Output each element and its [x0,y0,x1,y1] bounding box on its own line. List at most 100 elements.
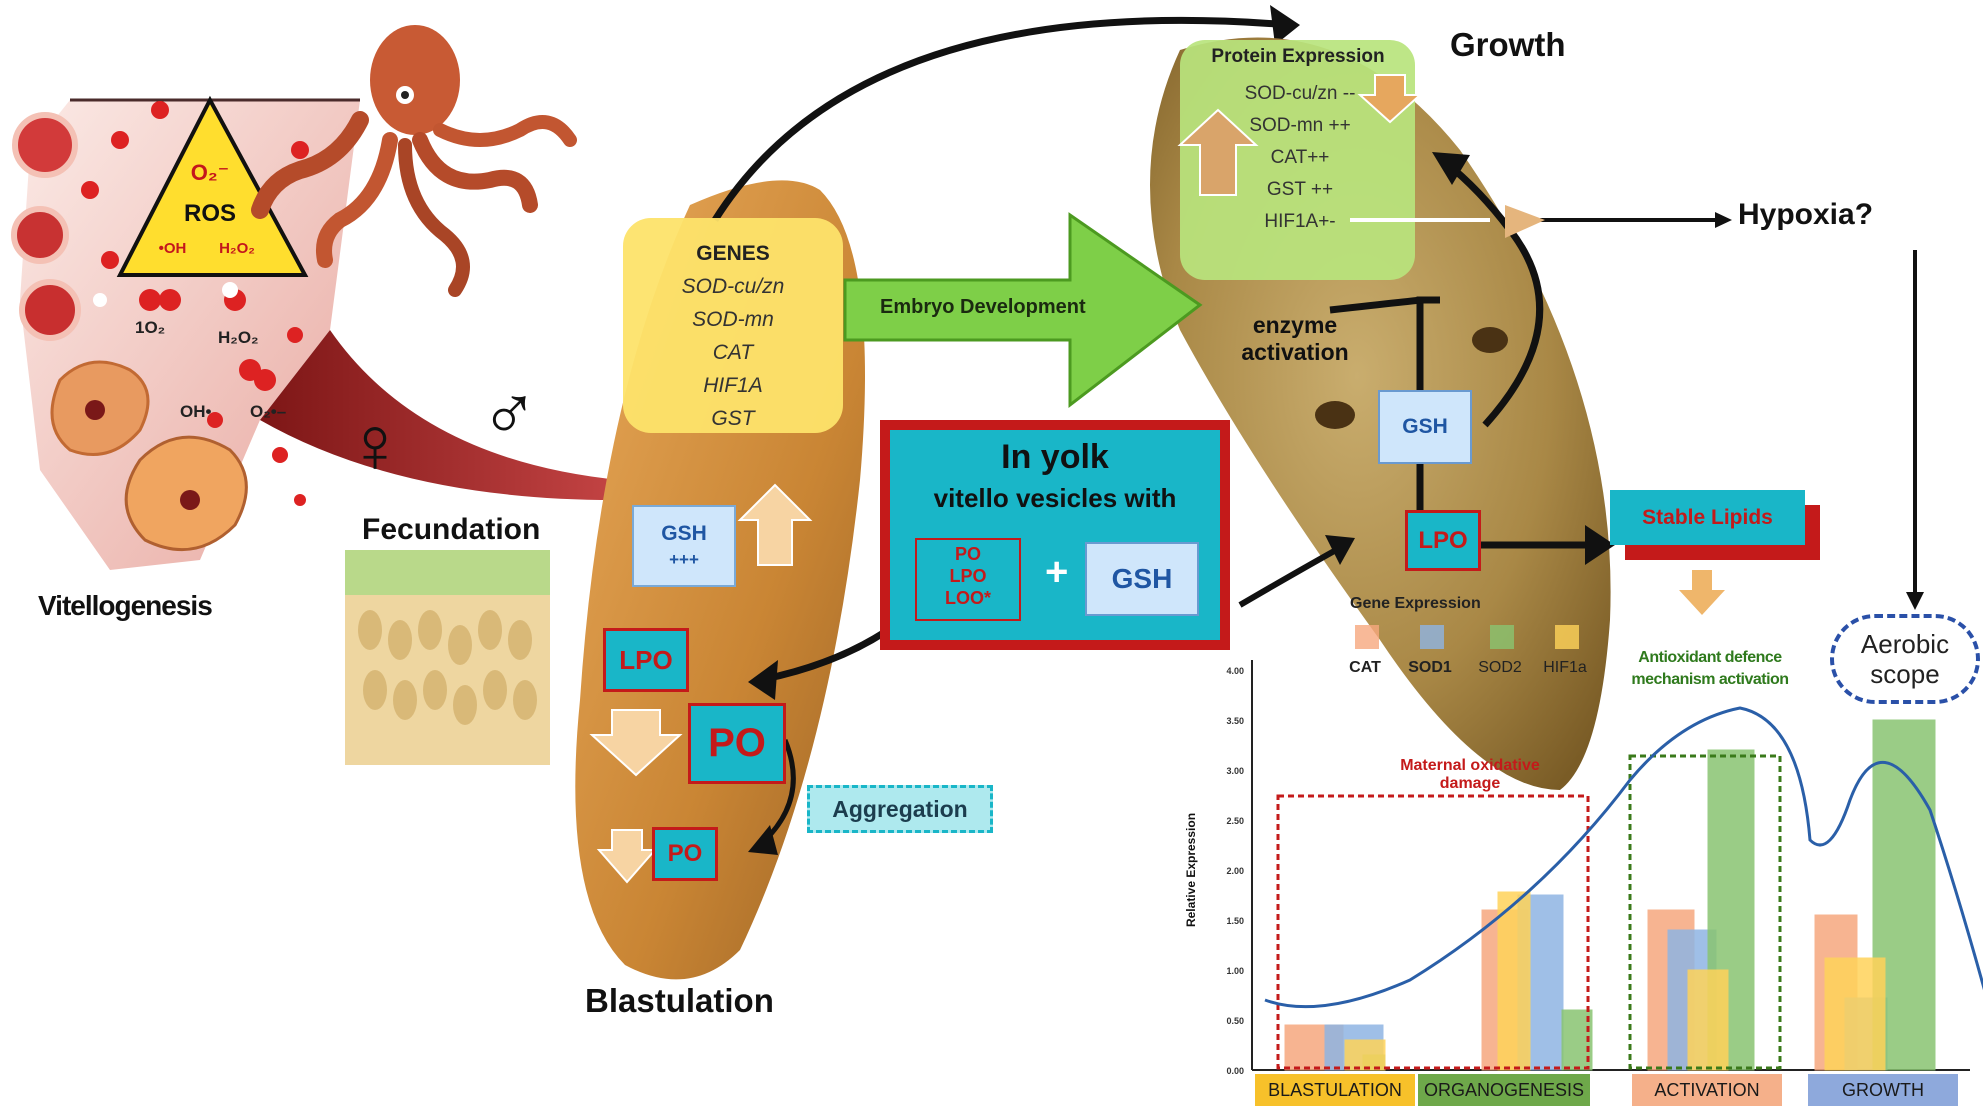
legend-swatch [1490,625,1514,649]
legend-label: SOD1 [1408,659,1452,676]
y-tick-label: 3.50 [1226,716,1244,726]
vitellogenesis-label: Vitellogenesis [38,590,213,621]
yolk-box: In yolk vitello vesicles with PO LPO LOO… [890,430,1220,640]
growth-gsh-box: GSH [1378,390,1472,464]
genes-title: GENES [696,242,770,265]
legend-label: SOD2 [1478,659,1522,676]
growth-label: Growth [1450,26,1566,63]
gsh-level: +++ [669,550,699,569]
embryo-development-arrow [843,212,1203,409]
peroxide-label: H₂O₂ [219,240,255,257]
male-symbol: ♂ [480,366,539,454]
stage-organogenesis: ORGANOGENESIS [1418,1074,1590,1106]
yolk-item-lpo: LPO [949,566,987,586]
sod-cuzn-down-arrow [1357,74,1423,124]
y-tick-label: 2.50 [1226,816,1244,826]
y-axis-label: Relative Expression [1184,813,1198,927]
lpo-box: LPO [603,628,689,692]
stable-lipids-box: Stable Lipids [1610,490,1805,545]
genes-panel [623,218,843,433]
fecundation-label: Fecundation [362,513,541,546]
legend-label: CAT [1349,659,1381,676]
enzyme-activation-label: enzyme activation [1241,312,1349,365]
protein-item: GST ++ [1266,179,1334,200]
embryo-development-label: Embryo Development [880,296,1086,318]
hydroxyl-label: •OH [158,240,187,257]
oocyte-cells [11,101,309,552]
protein-item: CAT++ [1270,147,1330,168]
annotation-label: damage [1440,775,1501,792]
yolk-item-loo: LOO* [944,588,991,608]
hypoxia-arrowhead [1505,205,1545,238]
chart-bar [1344,1039,1386,1071]
trend-curve [1264,706,1983,1009]
protein-list: SOD-cu/zn -- SOD-mn ++ CAT++ GST ++ HIF1… [1190,78,1410,238]
po-down-arrow [596,829,658,884]
stage-activation: ACTIVATION [1632,1074,1782,1106]
chart-bar [1824,957,1886,1071]
gene-item: CAT [712,341,754,364]
arrow-yolk-to-lpo [1238,542,1347,608]
octopus-illustration [251,25,577,297]
y-tick-label: 1.50 [1226,916,1244,926]
y-tick-label: 2.00 [1226,866,1244,876]
y-tick-label: 0.00 [1226,1066,1244,1075]
peroxide-label-2: H₂O₂ [218,328,259,347]
gsh-box: GSH +++ [632,505,736,587]
maternal-damage-box [1276,794,1590,1070]
aerobic-scope-badge: Aerobic scope [1830,614,1980,704]
ros-title: ROS [183,200,236,227]
arrow-gsh-to-protein [1442,159,1544,428]
growth-lpo-box: LPO [1405,510,1481,571]
arrow-genes-to-growth [712,16,1291,222]
aggregation-box: Aggregation [807,785,993,833]
y-tick-label: 0.50 [1226,1016,1244,1026]
yolk-box-border: In yolk vitello vesicles with PO LPO LOO… [880,420,1230,650]
blastulation-label: Blastulation [585,982,774,1019]
activation-box [1628,754,1782,1070]
legend-swatch [1355,625,1379,649]
yolk-subtitle: vitello vesicles with [933,483,1177,513]
legend-label: HIF1a [1543,659,1587,676]
gsh-label: GSH [661,522,707,545]
y-tick-label: 4.00 [1226,666,1244,676]
chart-bar [1497,891,1531,1071]
yolk-gsh-box: GSH [1085,542,1199,616]
stable-lipids-down-arrow [1679,570,1725,615]
superoxide-label-2: O₂•– [250,402,287,421]
annotation-label: Maternal oxidative [1400,757,1540,774]
protein-item: SOD-mn ++ [1249,115,1351,136]
yolk-oxidants-box: PO LPO LOO* [915,538,1021,621]
yolk-plus: + [1045,550,1069,594]
gene-expression-chart: CAT SOD1 SOD2 HIF1a 0.00 0.50 1.00 1.50 2.00 2.50… [1184,625,1983,1075]
hydroxyl-label-2: OH• [180,402,212,421]
gsh-up-arrow [737,483,813,566]
po-box: PO [688,703,786,784]
gene-item: SOD-mn [692,308,774,331]
fecundation-fan [260,330,620,500]
female-symbol: ♀ [345,400,405,489]
chart-bar [1687,969,1729,1071]
genes-list: GENES SOD-cu/zn SOD-mn CAT HIF1A GST [623,242,843,435]
fecundation-tissue [345,550,550,765]
gene-item: SOD-cu/zn [681,275,785,298]
gene-item: HIF1A [703,374,763,397]
stage-blastulation: BLASTULATION [1255,1074,1415,1106]
legend-swatch [1555,625,1579,649]
y-tick-label: 1.00 [1226,966,1244,976]
legend-swatch [1420,625,1444,649]
sod-mn-up-arrow [1177,108,1259,196]
singlet-oxygen-label: 1O₂ [135,318,166,337]
hypoxia-label: Hypoxia? [1738,198,1874,231]
antioxidant-label: Antioxidant defence mechanism activation [1631,649,1789,688]
superoxide-label: O₂⁻ [190,160,230,185]
gene-item: GST [711,407,755,430]
protein-expression-title: Protein Expression [1211,46,1385,67]
ros-triangle [116,95,309,277]
y-tick-label: 3.00 [1226,766,1244,776]
chart-legend-title: Gene Expression [1350,595,1481,612]
yolk-title: In yolk [1001,438,1109,476]
yolk-item-po: PO [954,544,981,564]
protein-item: SOD-cu/zn -- [1244,83,1356,104]
